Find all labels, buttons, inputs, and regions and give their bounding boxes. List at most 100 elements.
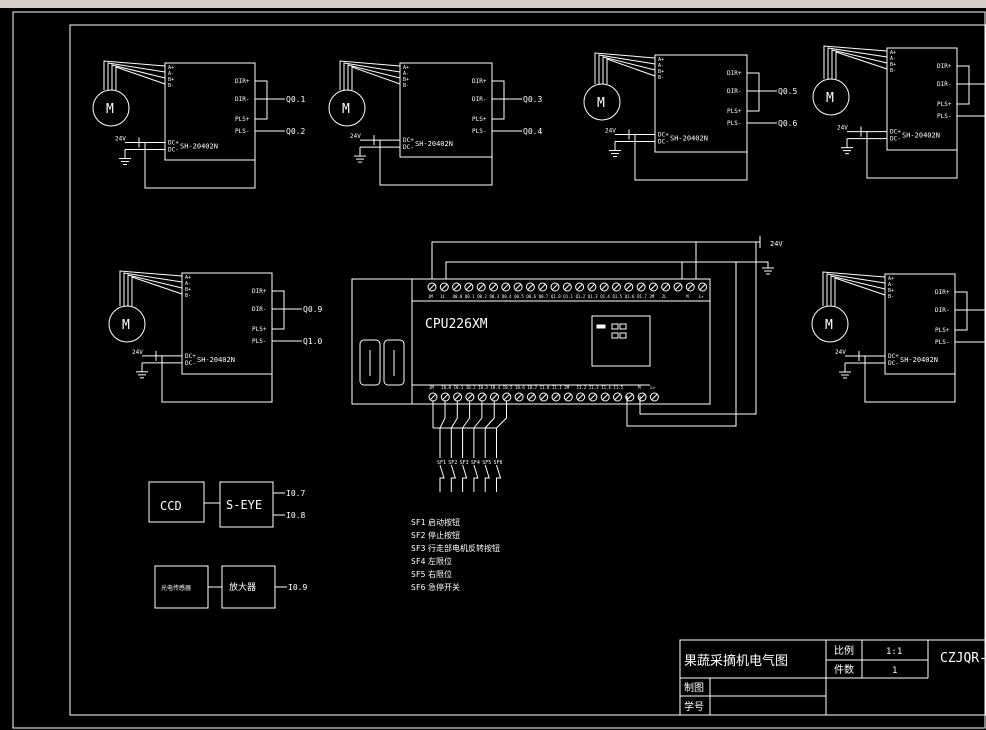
plc-output-terminal-label: Q0.1 [465,294,475,299]
db9-connector-icon [359,339,405,386]
stepper-driver: MA+A-B+B-24VDC+DC-SH-20402NDIR+DIR-PLS+P… [92,60,305,189]
driver-pin-label: A+ [888,276,894,282]
input-switch: SF1 [433,401,446,492]
motor-icon [108,305,146,343]
terminal-screw-icon [562,282,572,292]
plc-input-terminal-label: I1.0 [540,385,550,390]
legend-code: SF5 [411,570,426,579]
driver-pin-label: B- [890,68,896,74]
plc-input-terminal-label: I0.1 [454,385,464,390]
motor-label: M [106,102,114,117]
driver-pin-label: A+ [185,275,191,281]
supply-label: 24V [605,128,616,135]
driver-pin-label: DC- [403,144,414,151]
legend-code: SF1 [411,518,426,527]
legend-desc: 左限位 [428,556,452,566]
supply-rails [431,236,774,427]
driver-pls-output: Q0.4 [523,127,542,136]
plc-output-terminal-label: Q0.3 [490,294,500,299]
driver-pin-label: DIR- [937,81,951,88]
plc-input-terminal-label: I1.1 [552,385,562,390]
supply-label: 24V [132,349,143,356]
plc-input-terminal-label: I1.3 [589,385,599,390]
stepper-driver: MA+A-B+B-24VDC+DC-SH-20402NDIR+DIR-PLS+P… [812,45,986,179]
driver-pin-label: DC+ [403,137,414,144]
driver-pin-label: DC- [890,136,901,143]
driver-pin-label: PLS- [472,128,486,135]
plc-model-label: CPU226XM [425,317,488,332]
plc-output-terminal-label: Q1.1 [563,294,573,299]
plc-input-terminal-label: 1M [429,385,434,390]
terminal-screw-icon [563,392,573,402]
terminal-screw-icon [439,282,449,292]
driver-pin-label: A- [658,63,664,69]
motor-icon [328,89,366,127]
driver-pin-label: DIR- [727,88,741,95]
plc-output-terminal-label: Q1.0 [551,294,561,299]
toolbar-strip [0,0,986,8]
driver-pin-label: DIR+ [727,70,742,77]
driver-pin-label: B- [658,75,664,81]
motor-label: M [342,102,350,117]
plc-output-terminal-label: Q0.4 [502,294,512,299]
plc-input-terminal-label: I0.6 [515,385,525,390]
stepper-driver-group: MA+A-B+B-24VDC+DC-SH-20402NDIR+DIR-PLS+P… [92,45,986,403]
scale-value: 1:1 [886,647,902,657]
driver-pin-label: PLS+ [727,108,742,115]
plc-output-terminal-label: Q1.2 [576,294,586,299]
plc-input-terminal-label: I1.2 [577,385,587,390]
driver-pin-label: A- [888,282,894,288]
driver-model-label: SH-20402N [902,132,940,140]
terminal-screw-icon [673,282,683,292]
driver-pin-label: PLS+ [935,327,950,334]
driver-pin-label: DIR+ [472,78,487,85]
plc-output-terminal-label: Q1.5 [613,294,623,299]
driver-pin-label: DC- [888,360,899,367]
driver-pin-label: PLS- [252,338,266,345]
supply-label: 24V [837,125,848,132]
driver-pin-label: A+ [403,65,409,71]
driver-pin-label: DC- [185,360,196,367]
driver-pin-label: A- [185,281,191,287]
switch-label: SF1 [437,460,446,466]
terminal-screw-icon [661,282,671,292]
terminal-screw-icon [624,282,634,292]
terminal-screw-icon [526,392,536,402]
terminal-screw-icon [513,282,523,292]
terminal-screw-icon [636,282,646,292]
terminal-screw-icon [550,282,560,292]
motor-label: M [826,91,834,106]
driver-pin-label: B- [185,293,191,299]
driver-pin-label: B- [403,83,409,89]
plc-input-terminal-label: I0.5 [503,385,513,390]
terminal-screw-icon [464,282,474,292]
drawing-number: CZJQR- [940,651,986,666]
driver-pin-label: PLS+ [235,116,250,123]
plc-output-terminal-label: 2M [649,294,654,299]
plc-output-terminal-label: Q0.5 [514,294,524,299]
driver-pin-label: PLS+ [252,326,267,333]
amplifier-label: 放大器 [229,581,256,593]
driver-pin-label: DIR+ [935,289,950,296]
driver-pin-label: DC+ [168,140,179,147]
driver-pin-label: PLS- [235,128,249,135]
supply-label: 24V [835,349,846,356]
plc-input-terminal-label: I1.5 [614,385,624,390]
s-eye-box [219,481,274,528]
plc-input-terminal-label: I0.4 [491,385,501,390]
terminal-screw-icon [514,392,524,402]
driver-dir-output: Q0.3 [523,95,542,104]
switch-label: SF3 [460,460,469,466]
legend-code: SF4 [411,557,426,566]
plc-output-terminal-label: 2L [662,294,667,299]
driver-pls-output: Q0.6 [778,119,797,128]
drawn-by-label: 制图 [684,681,704,694]
plc-output-terminal-label: Q0.7 [539,294,549,299]
title-block [679,639,986,716]
supply-label: 24V [350,133,361,140]
motor-label: M [122,318,130,333]
plc-input-terminal-label: I1.4 [601,385,611,390]
student-id-label: 学号 [684,700,704,713]
ccd-label: CCD [160,499,182,513]
